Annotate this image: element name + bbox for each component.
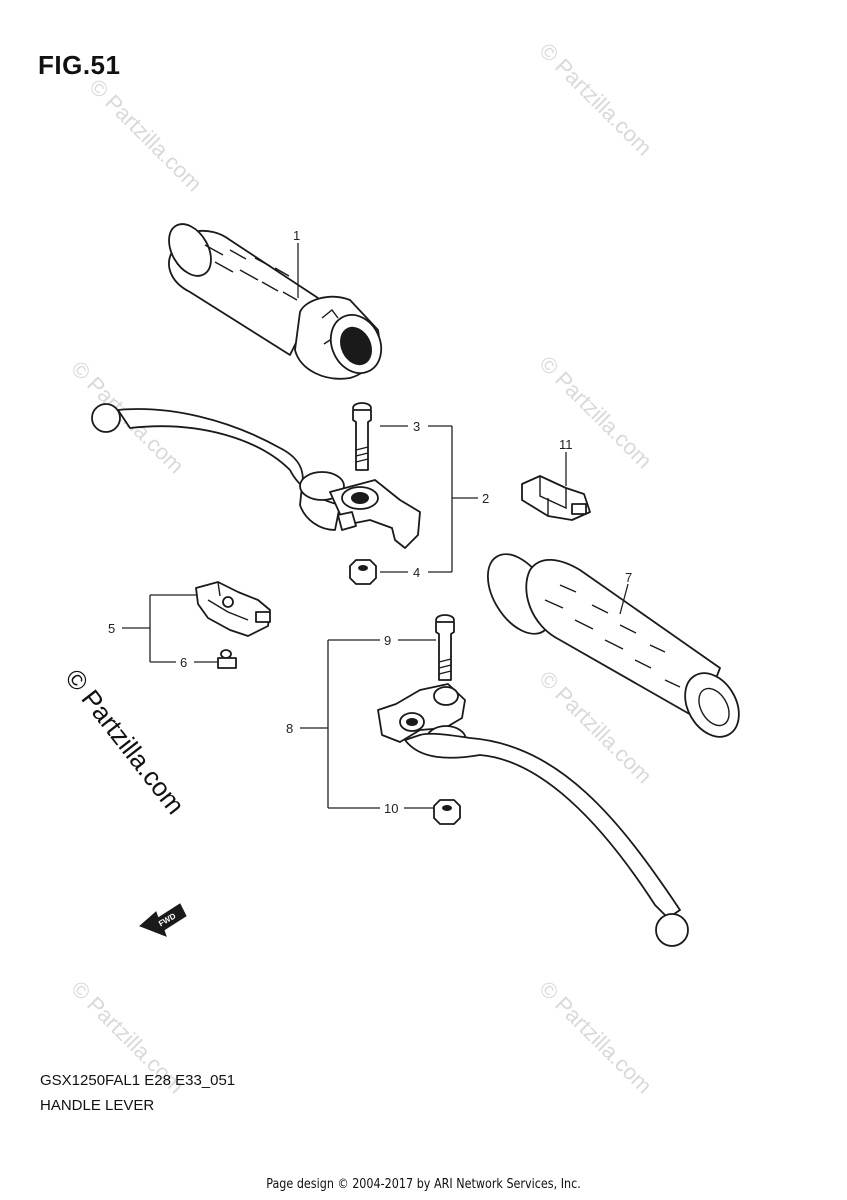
callout-5[interactable]: 5 <box>108 621 115 636</box>
callout-11[interactable]: 11 <box>559 437 573 452</box>
watermark-bold: © Partzilla.com <box>59 663 191 820</box>
watermark-bottom-right: © Partzilla.com <box>534 976 657 1099</box>
forward-direction-arrow-icon: FWD <box>139 903 187 937</box>
figure-title: FIG.51 <box>38 50 121 80</box>
part-8-clutch-lever[interactable] <box>377 683 689 947</box>
part-7-left-grip[interactable] <box>475 543 750 747</box>
part-5-clutch-switch[interactable] <box>195 581 271 637</box>
callout-6[interactable]: 6 <box>180 655 187 670</box>
callout-labels: 1 2 3 4 5 6 7 8 9 10 11 <box>108 228 632 816</box>
callout-1[interactable]: 1 <box>293 228 300 243</box>
callout-10[interactable]: 10 <box>384 801 398 816</box>
callout-9[interactable]: 9 <box>384 633 391 648</box>
callout-3[interactable]: 3 <box>413 419 420 434</box>
leader-lines <box>122 243 629 809</box>
part-4-nut[interactable] <box>349 559 377 585</box>
callout-7[interactable]: 7 <box>625 570 632 585</box>
watermark-mid-right: © Partzilla.com <box>534 351 657 474</box>
part-6-screw[interactable] <box>217 649 237 669</box>
part-2-brake-lever[interactable] <box>91 403 421 549</box>
callout-2[interactable]: 2 <box>482 491 489 506</box>
part-9-pivot-bolt[interactable] <box>435 614 455 681</box>
part-3-pivot-bolt[interactable] <box>352 402 372 471</box>
callout-8[interactable]: 8 <box>286 721 293 736</box>
copyright-notice: Page design © 2004-2017 by ARI Network S… <box>266 1177 581 1192</box>
watermark-top-right: © Partzilla.com <box>534 38 657 161</box>
callout-4[interactable]: 4 <box>413 565 420 580</box>
part-1-throttle-grip[interactable] <box>160 217 390 382</box>
model-code: GSX1250FAL1 E28 E33_051 <box>40 1072 236 1089</box>
part-11-brake-switch[interactable] <box>521 475 591 521</box>
part-10-nut[interactable] <box>433 799 461 825</box>
section-name: HANDLE LEVER <box>40 1097 155 1114</box>
watermark-top-left: © Partzilla.com <box>84 74 207 197</box>
